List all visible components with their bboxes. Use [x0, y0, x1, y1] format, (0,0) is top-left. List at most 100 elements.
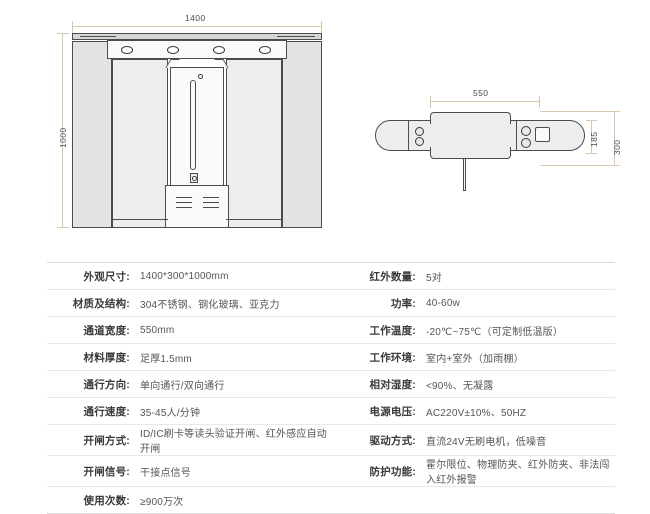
sensor-port-3-icon [213, 46, 225, 54]
spec-cell-left: 通行速度: 35-45人/分钟 [47, 398, 331, 424]
plan-gate-leaf-lower [430, 147, 511, 159]
specification-table: 外观尺寸: 1400*300*1000mm 红外数量: 5对 材质及结构: 30… [47, 262, 615, 514]
vent-slat-6 [203, 207, 219, 208]
plan-length-tick-left [430, 96, 431, 108]
table-row: 材料厚度: 足厚1.5mm 工作环境: 室内+室外（加雨棚） [47, 344, 615, 371]
plan-length-dimension-line [430, 101, 540, 102]
spec-value: 直流24V无刷电机，低噪音 [426, 436, 547, 448]
table-row: 通行方向: 单向通行/双向通行 相对湿度: <90%、无凝露 [47, 371, 615, 398]
front-height-label: 1000 [58, 127, 68, 148]
top-view-drawing [375, 112, 585, 191]
table-row: 使用次数: ≥900万次 [47, 487, 615, 514]
plan-right-cap-divider [516, 121, 517, 150]
spec-value: 单向通行/双向通行 [140, 380, 225, 392]
spec-cell-right: 电源电压: AC220V±10%、50HZ [331, 398, 615, 424]
front-height-dimension-line [62, 33, 63, 228]
header-beam-groove-left [80, 36, 116, 37]
vent-slat-2 [176, 202, 192, 203]
spec-label: 通行速度: [83, 405, 130, 418]
vent-slat-3 [176, 207, 192, 208]
table-row: 通道宽度: 550mm 工作温度: -20℃~75℃（可定制低温版） [47, 317, 615, 344]
spec-label: 材质及结构: [72, 297, 130, 310]
spec-label: 红外数量: [369, 270, 416, 283]
plan-outer-depth-line [614, 111, 615, 166]
right-outer-wing-panel [282, 41, 322, 228]
spec-value: 霍尔限位、物理防夹、红外防夹、非法闯入红外报警 [426, 460, 610, 486]
base-vent-panel [165, 185, 229, 228]
front-width-tick-right [321, 21, 322, 33]
spec-cell-right: 相对湿度: <90%、无凝露 [331, 371, 615, 397]
plan-right-button-2-icon [521, 138, 531, 148]
spec-value: AC220V±10%、50HZ [426, 407, 527, 419]
vent-slat-5 [203, 202, 219, 203]
spec-value: 足厚1.5mm [140, 353, 192, 365]
card-reader-icon [535, 127, 550, 142]
table-row: 通行速度: 35-45人/分钟 电源电压: AC220V±10%、50HZ [47, 398, 615, 425]
front-width-dimension-line [72, 26, 322, 27]
spec-label: 材料厚度: [83, 351, 130, 364]
spec-cell-left: 材质及结构: 304不锈钢、钢化玻璃、亚克力 [47, 290, 331, 316]
table-row: 材质及结构: 304不锈钢、钢化玻璃、亚克力 功率: 40-60w [47, 290, 615, 317]
left-base-skirt-line [112, 219, 168, 220]
spec-value: 5对 [426, 272, 442, 284]
plan-length-label: 550 [473, 88, 489, 98]
spec-cell-left: 通行方向: 单向通行/双向通行 [47, 371, 331, 397]
plan-leader-bottom [540, 165, 615, 166]
spec-cell-right: 工作环境: 室内+室外（加雨棚） [331, 344, 615, 370]
status-indicator-dot-icon [198, 74, 203, 79]
plan-gate-leaf-upper [430, 112, 511, 124]
plan-leader-top [540, 111, 615, 112]
spec-cell-right: 防护功能: 霍尔限位、物理防夹、红外防夹、非法闯入红外报警 [331, 456, 615, 486]
spec-cell-right: 工作温度: -20℃~75℃（可定制低温版） [331, 317, 615, 343]
front-height-tick-bottom [57, 227, 69, 228]
spec-cell-left: 通道宽度: 550mm [47, 317, 331, 343]
spec-label: 通行方向: [83, 378, 130, 391]
spec-cell-right: 功率: 40-60w [331, 290, 615, 316]
spec-label: 开闸信号: [83, 465, 130, 478]
spec-value: <90%、无凝露 [426, 380, 494, 392]
spec-cell-right-empty [331, 487, 615, 513]
right-inner-column [226, 59, 282, 228]
plan-inner-depth-tick-bottom [586, 153, 597, 154]
front-width-tick-left [72, 21, 73, 33]
spec-value: 室内+室外（加雨棚） [426, 353, 524, 365]
spec-label: 驱动方式: [369, 434, 416, 447]
spec-cell-left: 外观尺寸: 1400*300*1000mm [47, 263, 331, 289]
spec-value: 干接点信号 [140, 467, 191, 479]
plan-left-button-1-icon [415, 127, 424, 136]
plan-left-cap-divider [408, 121, 409, 150]
lock-screw-icon [192, 176, 197, 181]
front-view-drawing [72, 33, 322, 228]
vent-slat-1 [176, 197, 192, 198]
spec-cell-right: 驱动方式: 直流24V无刷电机，低噪音 [331, 425, 615, 455]
sensor-port-2-icon [167, 46, 179, 54]
front-width-label: 1400 [185, 13, 206, 23]
spec-label: 工作环境: [369, 351, 416, 364]
spec-label: 工作温度: [369, 324, 416, 337]
technical-drawings: 1400 1000 [0, 0, 650, 245]
header-beam-top [72, 33, 322, 40]
plan-left-button-2-icon [415, 137, 424, 146]
spec-label: 防护功能: [369, 465, 416, 478]
spec-label: 外观尺寸: [83, 270, 130, 283]
table-row: 外观尺寸: 1400*300*1000mm 红外数量: 5对 [47, 263, 615, 290]
plan-inner-depth-tick-top [586, 120, 597, 121]
spec-value: 35-45人/分钟 [140, 407, 201, 419]
spec-cell-left: 开闸方式: ID/IC刷卡等读头验证开闸、红外感应自动开闸 [47, 425, 331, 455]
spec-value: ID/IC刷卡等读头验证开闸、红外感应自动开闸 [140, 429, 327, 455]
sensor-port-1-icon [121, 46, 133, 54]
spec-label: 通道宽度: [83, 324, 130, 337]
plan-right-button-1-icon [521, 126, 531, 136]
spec-value: 1400*300*1000mm [140, 270, 229, 282]
left-outer-wing-panel [72, 41, 112, 228]
left-inner-column [112, 59, 168, 228]
sensor-header-bar [107, 40, 287, 59]
led-light-strip [190, 80, 196, 170]
right-base-skirt-line [226, 219, 282, 220]
plan-inner-depth-line [591, 120, 592, 154]
spec-label: 相对湿度: [369, 378, 416, 391]
spec-label: 使用次数: [83, 494, 130, 507]
spec-label: 功率: [390, 297, 416, 310]
spec-cell-left: 材料厚度: 足厚1.5mm [47, 344, 331, 370]
vent-slat-4 [203, 197, 219, 198]
